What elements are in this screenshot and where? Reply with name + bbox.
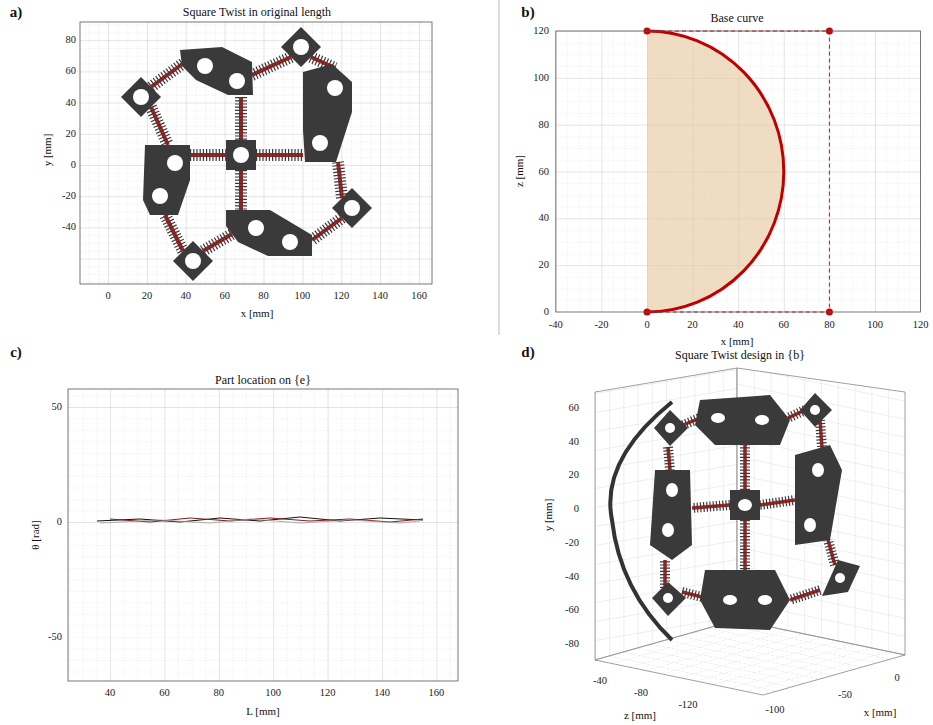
tick-label: 120 — [320, 688, 336, 699]
tick-label: 20 — [687, 320, 698, 331]
tick-label: -20 — [565, 538, 579, 549]
tick-label: -100 — [765, 705, 784, 716]
axis-label: θ [rad] — [30, 520, 41, 549]
tick-label: 140 — [374, 688, 390, 699]
tick-label: 160 — [411, 291, 427, 302]
tick-label: 0 — [574, 504, 579, 515]
tick-label: 60 — [66, 66, 77, 77]
tick-label: 60 — [569, 403, 580, 414]
axis-label: x [mm] — [241, 308, 274, 319]
panel-title: Base curve — [711, 12, 764, 24]
tick-label: -80 — [565, 639, 579, 650]
tick-label: 100 — [295, 291, 311, 302]
tick-label: -40 — [549, 320, 563, 331]
tick-label: 80 — [824, 320, 835, 331]
tick-label: 40 — [66, 97, 77, 108]
tick-label: 40 — [569, 436, 580, 447]
tick-label: 20 — [66, 129, 77, 140]
tick-label: 0 — [71, 160, 76, 171]
tick-label: 60 — [219, 291, 230, 302]
tick-label: 20 — [569, 470, 580, 481]
tick-label: 40 — [181, 291, 192, 302]
axis-label: x [mm] — [721, 336, 754, 347]
tick-label: 60 — [779, 320, 790, 331]
tick-label: -20 — [594, 320, 608, 331]
tick-label: 160 — [429, 688, 445, 699]
tick-label: -80 — [634, 688, 648, 699]
panel-title: Part location on {e} — [215, 374, 311, 386]
panel-a-plot — [80, 22, 432, 284]
tick-label: -120 — [678, 700, 697, 711]
tick-label: 80 — [214, 688, 225, 699]
tick-label: 140 — [372, 291, 388, 302]
tick-label: 40 — [733, 320, 744, 331]
panel-separator — [499, 0, 500, 335]
tick-label: -40 — [593, 676, 607, 687]
tick-label: -40 — [565, 571, 579, 582]
panel-b-plot — [556, 28, 921, 316]
tick-label: 80 — [258, 291, 269, 302]
tick-label: 80 — [539, 119, 550, 130]
panel-c-plot — [68, 389, 458, 681]
axis-label: L [mm] — [246, 706, 280, 717]
tick-label: 100 — [265, 688, 281, 699]
tick-label: 60 — [539, 166, 550, 177]
square-twist-sphere — [610, 393, 860, 640]
tick-label: 120 — [533, 26, 549, 37]
tick-label: -40 — [62, 222, 76, 233]
tick-label: 20 — [539, 260, 550, 271]
tick-label: 120 — [333, 291, 349, 302]
square-twist-flat — [121, 27, 372, 281]
tick-label: 100 — [533, 73, 549, 84]
tick-label: 80 — [66, 35, 77, 46]
tick-label: 40 — [105, 688, 116, 699]
tick-label: -50 — [838, 690, 852, 701]
tick-label: 50 — [52, 402, 63, 413]
tick-label: -60 — [565, 605, 579, 616]
tick-label: 0 — [544, 307, 549, 318]
tick-label: 0 — [894, 673, 899, 684]
tick-label: 20 — [142, 291, 153, 302]
panel-title: Square Twist design in {b} — [675, 349, 805, 361]
panel-letter: b) — [521, 5, 534, 20]
axis-label: z [mm] — [514, 155, 525, 187]
tick-label: 0 — [105, 291, 110, 302]
tick-label: 120 — [913, 320, 929, 331]
axis-label: x [mm] — [864, 707, 897, 718]
panel-d-3d-axes — [595, 368, 905, 695]
tick-label: -50 — [48, 632, 62, 643]
panel-title: Square Twist in original length — [183, 6, 331, 18]
panel-letter: d) — [521, 345, 534, 360]
axis-label: y [mm] — [543, 499, 554, 532]
axis-label: z [mm] — [624, 710, 656, 721]
panel-letter: a) — [10, 5, 23, 20]
axis-label: y [mm] — [42, 134, 53, 167]
tick-label: 40 — [539, 213, 550, 224]
tick-label: 0 — [57, 517, 62, 528]
tick-label: -20 — [62, 191, 76, 202]
tick-label: 60 — [159, 688, 170, 699]
tick-label: 0 — [644, 320, 649, 331]
panel-letter: c) — [10, 345, 22, 360]
tick-label: 100 — [867, 320, 883, 331]
